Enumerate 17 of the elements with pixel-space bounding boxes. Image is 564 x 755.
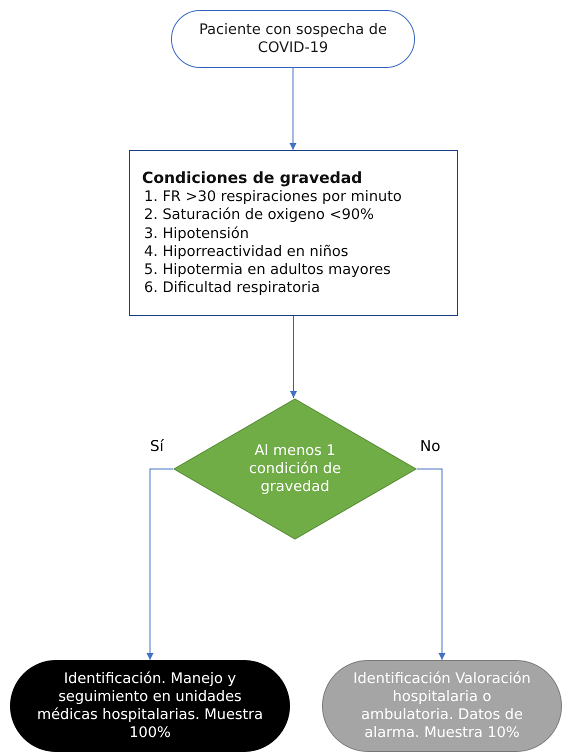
arrow [290, 68, 296, 150]
node-text: Identificación Valoración hospitalaria o ambulatoria. Datos de alarma. Muestra 10% [352, 670, 532, 742]
node-text: Identificación. Manejo y seguimiento en unidades médicas hospitalarias. Muestra 100% [36, 670, 264, 742]
list-item: 6. Dificultad respiratoria [143, 278, 320, 298]
arrow [146, 468, 174, 660]
node-text: Al menos 1 condición de gravedad [248, 442, 342, 496]
node-text: Paciente con sospecha de COVID-19 [198, 20, 388, 58]
list-item: 2. Saturación de oxigeno <90% [143, 206, 374, 225]
process-box [129, 150, 458, 316]
arrow [416, 468, 446, 660]
decision-diamond [173, 398, 417, 540]
list-item: 5. Hipotermia en adultos mayores [143, 260, 391, 279]
box-heading: Condiciones de gravedad [142, 168, 362, 188]
list-item: 1. FR >30 respiraciones por minuto [143, 188, 402, 206]
arrow [290, 316, 297, 398]
list-item: 4. Hiporreactividad en niños [143, 242, 348, 261]
list-item: 3. Hipotensión [143, 224, 249, 243]
